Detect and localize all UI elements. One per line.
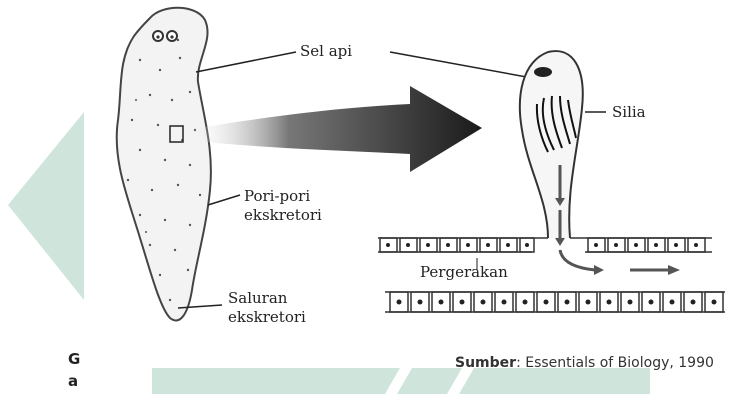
source-label: Sumber <box>455 355 516 371</box>
teal-left-triangle <box>8 112 84 300</box>
label-saluran: Saluran <box>228 290 287 307</box>
label-pergerakan: Pergerakan <box>420 264 508 281</box>
flow-arrows <box>555 165 680 275</box>
magnification-arrow <box>185 86 482 172</box>
label-silia: Silia <box>612 104 646 121</box>
teal-bottom-band-left <box>152 368 400 394</box>
label-pori-pori: Pori-pori <box>244 188 310 205</box>
label-sel-api: Sel api <box>300 43 352 60</box>
teal-bottom-band-right <box>459 368 650 394</box>
tubule-wall-bottom <box>385 292 725 312</box>
flatworm-body <box>117 8 211 321</box>
source-text: : Essentials of Biology, 1990 <box>516 355 714 371</box>
label-ekskretori-1: ekskretori <box>244 207 322 224</box>
teal-bottom-band-mid <box>397 368 462 394</box>
label-ekskretori-2: ekskretori <box>228 309 306 326</box>
flame-cell-nucleus <box>534 67 552 77</box>
side-letter-g: G <box>68 350 80 368</box>
source-credit: Sumber: Essentials of Biology, 1990 <box>455 355 714 371</box>
side-letter-a: a <box>68 372 78 390</box>
tubule-wall-top <box>378 238 712 252</box>
